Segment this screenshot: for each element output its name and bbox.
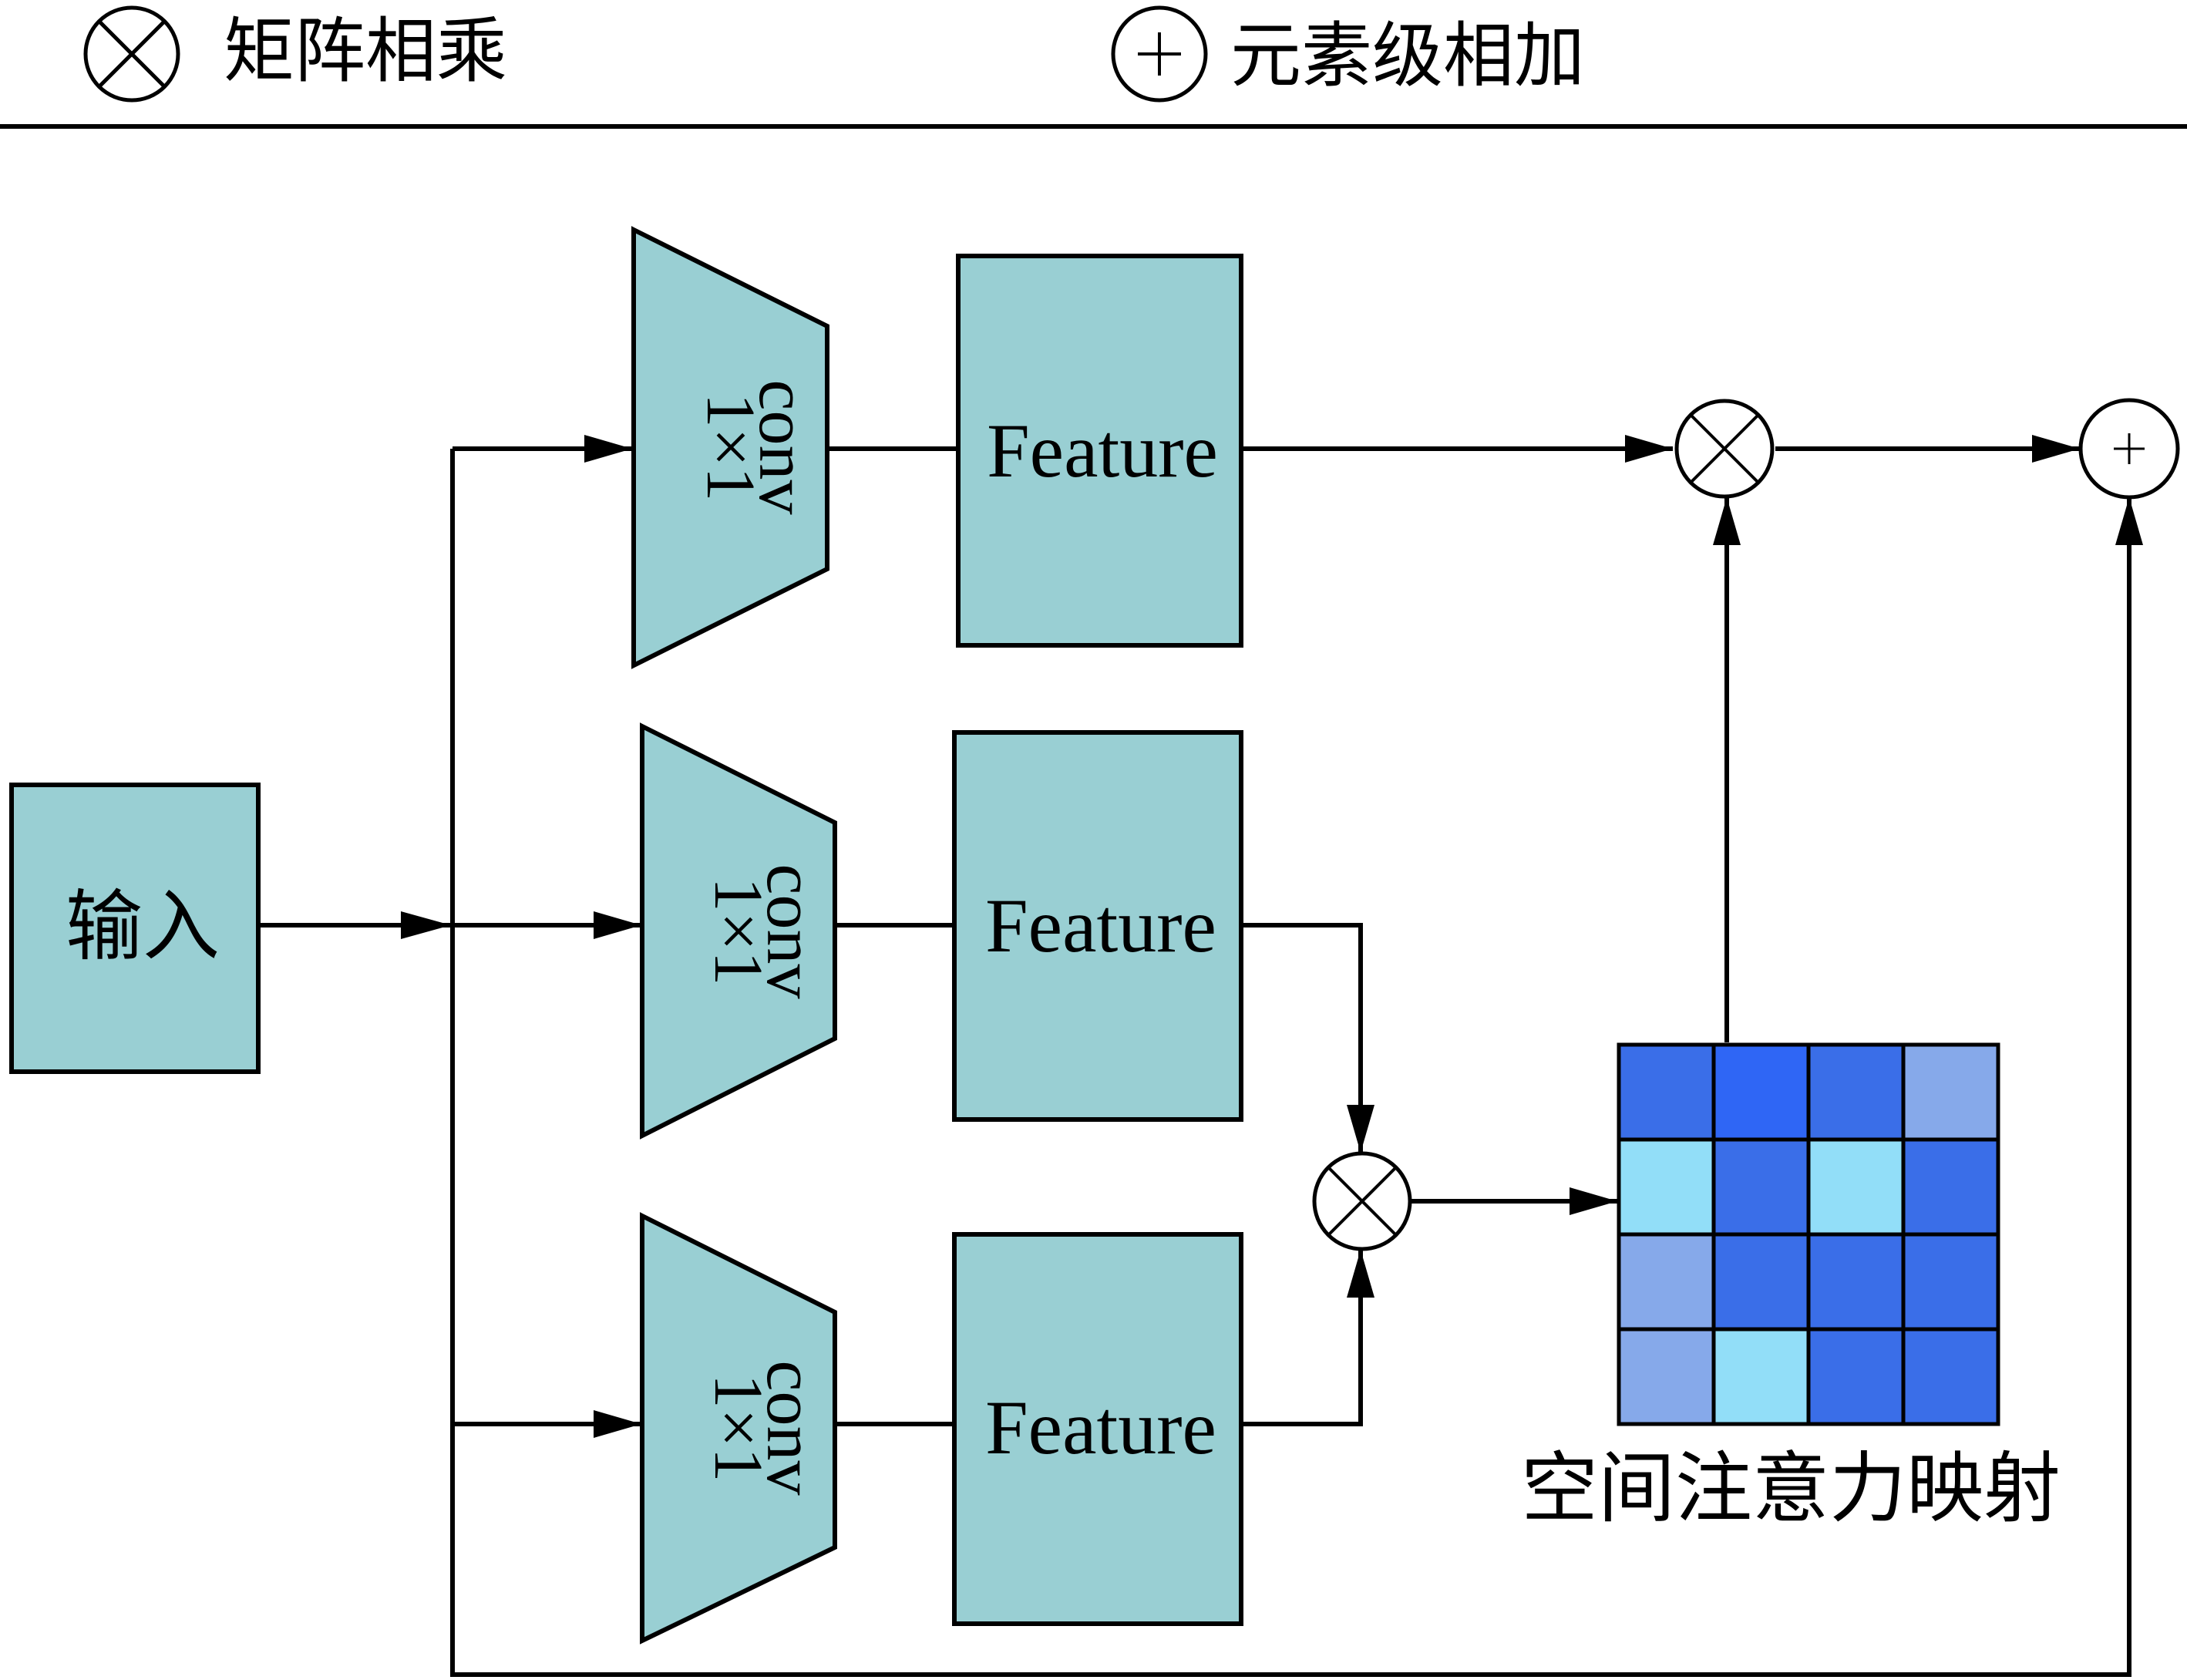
attention-cell-1-0 [1617, 1137, 1716, 1237]
branch-2: 1×1 conv Feature [640, 722, 1243, 1140]
add-legend-label: 元素级相加 [1230, 15, 1585, 97]
attention-cell-0-0 [1617, 1042, 1716, 1142]
feature1-arrowhead [1625, 435, 1673, 463]
attention-cell-3-2 [1806, 1327, 1906, 1426]
feature1-box [956, 254, 1243, 648]
conv2-trapezoid [640, 722, 837, 1140]
input-block: 输入 [9, 783, 261, 1074]
feature3-arrowhead [1347, 1250, 1374, 1298]
conv1-trapezoid [631, 226, 829, 669]
add-operator [2078, 398, 2180, 500]
attention-cell-3-1 [1711, 1327, 1811, 1426]
attention-map-label: 空间注意力映射 [1521, 1443, 2061, 1534]
connections [258, 435, 2143, 1677]
feature2-label: Feature [985, 883, 1216, 968]
feature2-arrowhead [1347, 1105, 1374, 1153]
feature2-box [952, 730, 1243, 1122]
attention-cell-0-2 [1806, 1042, 1906, 1142]
input-arrowhead [401, 911, 451, 939]
multiply-legend-label: 矩阵相乘 [224, 10, 507, 93]
attention-cell-2-3 [1901, 1232, 2000, 1332]
top-multiply-operator [1674, 399, 1775, 499]
residual-skip-line [453, 497, 2131, 1677]
feature2-to-multiply-line [1241, 923, 1363, 1153]
branch2-arrowhead [594, 911, 641, 939]
input-label: 输入 [66, 881, 220, 971]
feature1-label: Feature [987, 408, 1218, 493]
conv1-line2: conv [745, 380, 821, 515]
feature3-label: Feature [985, 1385, 1216, 1470]
conv1-line1: 1×1 [692, 393, 769, 502]
attention-cell-3-0 [1617, 1327, 1716, 1426]
attention-cell-1-2 [1806, 1137, 1906, 1237]
conv3-trapezoid [640, 1212, 837, 1645]
feature3-box [952, 1232, 1243, 1626]
attention-cell-1-3 [1901, 1137, 2000, 1237]
conv2-line2: conv [752, 864, 829, 999]
multiply-legend-icon [83, 5, 180, 103]
residual-arrowhead [2115, 497, 2143, 545]
attention-cell-3-3 [1901, 1327, 2000, 1426]
attention-cell-2-2 [1806, 1232, 1906, 1332]
map-to-multiply-arrowhead [1713, 497, 1741, 545]
attention-map-grid [1617, 1042, 2000, 1426]
attention-cell-2-1 [1711, 1232, 1811, 1332]
attention-cell-2-0 [1617, 1232, 1716, 1332]
conv2-line1: 1×1 [700, 877, 776, 986]
feature3-to-multiply-line [1241, 1250, 1363, 1426]
bottom-multiply-operator [1312, 1151, 1412, 1251]
branch1-arrowhead [584, 435, 632, 463]
branch3-arrowhead [594, 1410, 641, 1438]
attention-cell-0-1 [1711, 1042, 1811, 1142]
branch-3: 1×1 conv Feature [640, 1212, 1243, 1645]
attention-cell-1-1 [1711, 1137, 1811, 1237]
legend: 矩阵相乘 元素级相加 [0, 5, 2187, 129]
add-legend-icon [1111, 5, 1208, 103]
multiply-to-map-arrowhead [1570, 1187, 1617, 1215]
conv3-line1: 1×1 [700, 1374, 776, 1483]
conv3-line2: conv [752, 1361, 829, 1496]
attention-cell-0-3 [1901, 1042, 2000, 1142]
multiply-to-add-arrowhead [2032, 435, 2080, 463]
input-box [9, 783, 261, 1074]
branch-1: 1×1 conv Feature [631, 226, 1243, 669]
